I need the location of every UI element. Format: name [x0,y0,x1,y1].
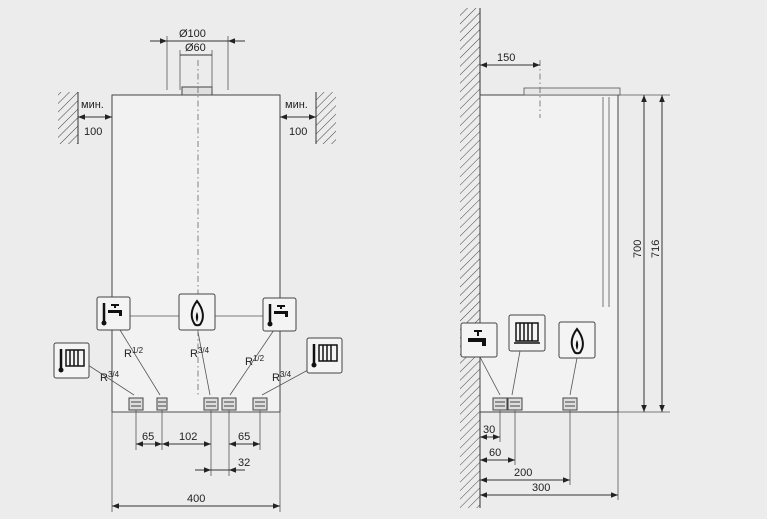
dim-depth-300: 300 [532,482,550,494]
dim-30: 30 [483,424,495,436]
thread-label-d: R1/2 [245,354,265,368]
gas-flame-icon-side [558,321,596,359]
dim-32: 32 [238,457,250,469]
thread-label-b: R1/2 [124,346,144,360]
boiler-body-side [479,94,619,413]
radiator-heating-icon-right [306,337,343,374]
min-label-right: мин. [285,99,308,111]
dim-height-716: 716 [650,240,662,258]
dia-inner-label: Ø60 [185,42,206,54]
dim-65-left: 65 [142,431,154,443]
pipe-connections-front [128,397,268,411]
left-wall-hatch [58,92,78,144]
dim-height-700: 700 [632,240,644,258]
dia-outer-label: Ø100 [179,28,206,40]
gas-flame-icon [178,293,216,331]
min-label-left: мин. [81,99,104,111]
thread-label-a: R3/4 [100,370,120,384]
hot-water-tap-icon [96,296,131,331]
wall-hatch [460,8,480,508]
dim-width-400: 400 [187,493,205,505]
heating-flow-icon [460,322,498,358]
front-view: Ø100 Ø60 мин. 100 мин. 100 [53,28,343,512]
dim-102: 102 [179,431,197,443]
boiler-body-front [111,94,281,413]
thread-label-c: R3/4 [190,346,210,360]
heating-return-icon [508,314,546,352]
radiator-heating-icon-left [53,342,90,379]
pipe-connections-side [492,397,578,411]
dim-200: 200 [514,467,532,479]
dim-65-right: 65 [238,431,250,443]
dim-60: 60 [489,447,501,459]
thread-label-e: R3/4 [272,370,292,384]
flue-side [523,87,621,96]
flue-stub [181,86,213,96]
dim-flue-offset: 150 [497,52,515,64]
side-view: 150 700 716 [460,8,670,508]
clearance-left-label: 100 [84,126,102,138]
right-wall-hatch [316,92,336,144]
clearance-right-label: 100 [289,126,307,138]
hot-water-tap-icon-right [262,297,297,332]
